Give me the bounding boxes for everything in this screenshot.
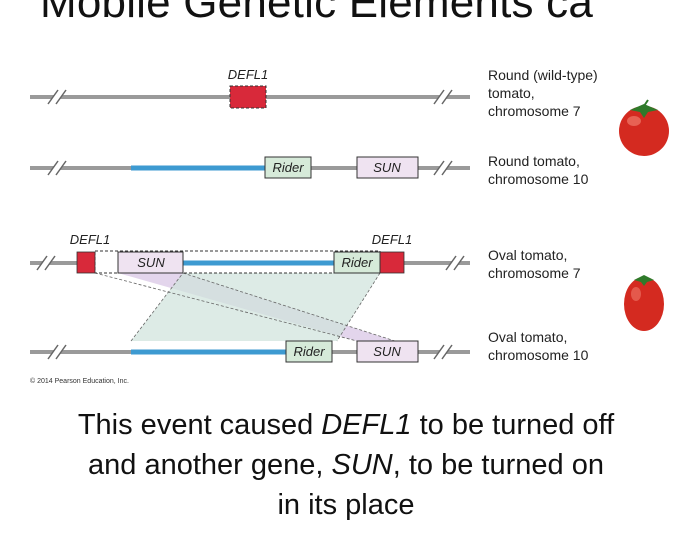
row-label-oval-7: Oval tomato, chromosome 7 [488, 247, 581, 281]
chromosome-round-7: DEFL1 [30, 67, 470, 109]
sun-label: SUN [137, 255, 165, 270]
break-mark [36, 254, 56, 272]
break-mark [433, 159, 453, 177]
row-label-round-10: Round tomato, chromosome 10 [488, 153, 589, 187]
round-tomato-icon [619, 99, 669, 156]
defl1-label-right: DEFL1 [372, 232, 412, 247]
row-label-round-7: Round (wild-type) tomato, chromosome 7 [488, 67, 602, 119]
band-edge [130, 272, 184, 342]
break-mark [47, 88, 67, 106]
caption-line-2: and another gene, SUN, to be turned on [88, 449, 604, 481]
defl1-gene [229, 85, 267, 109]
rider-label: Rider [293, 344, 325, 359]
sun-box [356, 156, 419, 179]
defl1-gene-right [379, 251, 405, 274]
slide-title: Mobile Genetic Elements ca [40, 0, 594, 27]
chromosome-oval-10: Rider SUN [30, 340, 470, 363]
rider-box [333, 251, 381, 274]
row-label-oval-10: Oval tomato, chromosome 10 [488, 329, 589, 363]
band-edge [94, 272, 358, 342]
caption-gene-defl1: DEFL1 [321, 409, 412, 441]
defl1-label: DEFL1 [228, 67, 268, 82]
break-mark [47, 343, 67, 361]
chromosome-oval-7: DEFL1 DEFL1 SUN Rider [30, 232, 470, 274]
break-mark [433, 88, 453, 106]
rider-box [285, 340, 333, 363]
sun-label: SUN [373, 160, 401, 175]
defl1-gene-left [76, 251, 96, 274]
break-mark [47, 159, 67, 177]
rider-label: Rider [341, 255, 373, 270]
chromosome-round-10: Rider SUN [30, 156, 470, 179]
oval-tomato-icon [624, 275, 664, 331]
caption-gene-sun: SUN [331, 449, 393, 481]
sun-box [117, 251, 184, 274]
rider-transposition-band [131, 273, 380, 341]
defl1-label-left: DEFL1 [70, 232, 110, 247]
caption-line-1: This event caused DEFL1 to be turned off [77, 409, 615, 441]
break-mark [445, 254, 465, 272]
genetic-diagram: DEFL1 Round (wild-type) tomato, chromoso… [30, 67, 669, 385]
sun-label: SUN [373, 344, 401, 359]
rider-label: Rider [272, 160, 304, 175]
break-mark [433, 343, 453, 361]
band-edge [336, 272, 381, 342]
sun-box [356, 340, 419, 363]
caption-line-3: in its place [277, 489, 415, 521]
slide-caption: This event caused DEFL1 to be turned off… [0, 405, 692, 525]
rider-box [264, 156, 312, 179]
band-edge [182, 272, 396, 342]
copyright-text: © 2014 Pearson Education, Inc. [30, 377, 129, 385]
